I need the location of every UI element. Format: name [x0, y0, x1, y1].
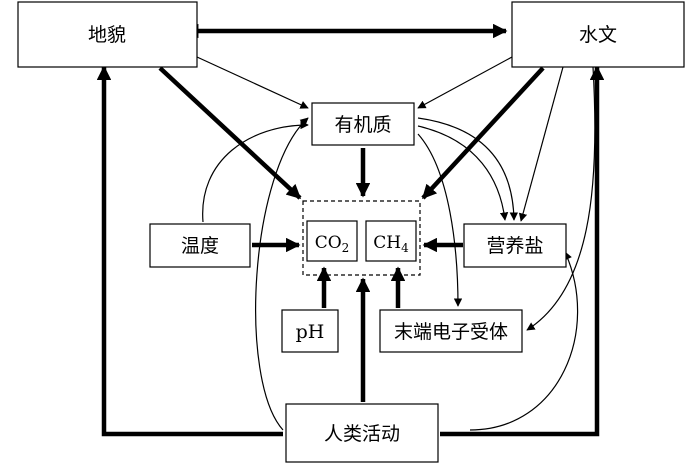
hydrology-box [511, 1, 685, 68]
organic-matter-label: 有机质 [334, 114, 391, 136]
hydrology-label: 水文 [579, 24, 617, 46]
ch4-box [365, 220, 417, 262]
temperature-box [149, 223, 251, 268]
ch4-label: CH4 [373, 233, 409, 255]
arrow-human-to-landform [96, 65, 283, 437]
nutrients-label: 营养盐 [486, 235, 543, 257]
arrow-human-to-nutrients [469, 251, 579, 431]
ch4-subscript: 4 [401, 241, 409, 255]
organic-matter-box [311, 102, 415, 146]
co2-subscript: 2 [342, 241, 350, 255]
arrow-organic-to-nutrients-b [417, 125, 509, 221]
arrow-temperature-to-organic [202, 120, 309, 223]
nutrients-box [463, 223, 567, 268]
landform-box [17, 1, 198, 68]
arrow-landform-to-gas [158, 66, 302, 200]
co2-box [306, 220, 358, 262]
co2-label: CO2 [315, 233, 350, 255]
co2-main: CO [315, 233, 342, 253]
arrow-hydrology-to-nutrients [518, 66, 564, 222]
gas-group-dashed-box [302, 200, 421, 276]
thick-arrows [96, 23, 605, 437]
human-activity-box [285, 403, 439, 463]
arrow-landform-to-organic [196, 56, 309, 109]
ch4-main: CH [373, 233, 401, 253]
thin-arrows [196, 56, 596, 431]
human-activity-label: 人类活动 [324, 423, 400, 445]
electron-acceptor-label: 末端电子受体 [394, 321, 508, 343]
arrow-hydrology-to-acceptor [526, 66, 596, 331]
arrow-human-to-hydrology [440, 65, 605, 437]
ph-box [281, 309, 339, 353]
arrow-human-to-organic [255, 117, 309, 431]
node-boxes [17, 1, 685, 463]
landform-label: 地貌 [88, 24, 126, 46]
arrow-organic-to-nutrients-a [417, 117, 519, 221]
temperature-label: 温度 [181, 235, 219, 257]
arrow-organic-to-acceptor [417, 133, 463, 307]
ph-label: pH [296, 321, 325, 343]
node-labels: 地貌 水文 有机质 温度 营养盐 CO2 CH4 pH 末端电子受体 人类活动 [88, 24, 617, 445]
arrow-hydrology-to-gas [421, 66, 545, 200]
electron-acceptor-box [379, 309, 523, 353]
arrow-hydrology-to-organic [417, 56, 513, 109]
